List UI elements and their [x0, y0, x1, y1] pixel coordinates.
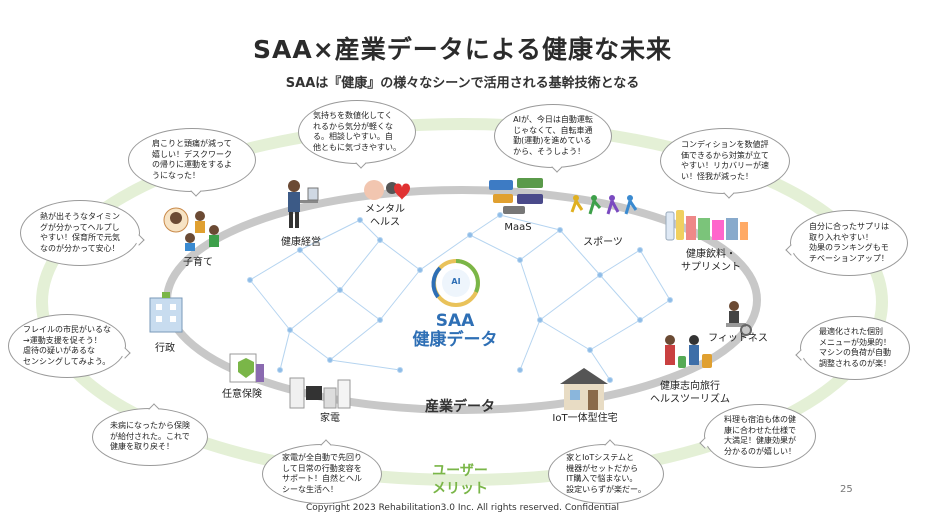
health-data-label: 健康データ: [412, 330, 498, 350]
node-sports: スポーツ: [583, 237, 623, 248]
ai-badge-label: AI: [451, 277, 461, 286]
bubble-frail: フレイルの市民がいるな →運動支援を促そう！ 虐待の疑いがあるな センシングして…: [8, 314, 126, 378]
saa-ai-badge-icon: [431, 259, 480, 307]
node-childcare: 子育て: [183, 257, 213, 268]
node-health-management: 健康経営: [281, 237, 321, 248]
saa-label: SAA: [435, 311, 475, 331]
node-health-travel: 健康志向旅行 ヘルスツーリズム: [650, 381, 730, 405]
appliances-icon: [289, 377, 351, 409]
family-children-icon: [163, 207, 219, 251]
copyright-footer: Copyright 2023 Rehabilitation3.0 Inc. Al…: [305, 503, 620, 513]
government-building-icon: [149, 292, 183, 333]
outer-merit-ring: [36, 118, 888, 486]
sports-figures-icon: [570, 195, 638, 215]
travelers-icon: [665, 335, 712, 368]
node-appliances: 家電: [320, 413, 340, 424]
bubble-optimized-menu: 最適化された個別 メニューが効果的！ マシンの負荷が自動 調整されるのが楽！: [800, 316, 910, 380]
page-subtitle: SAAは『健康』の様々なシーンで活用される基幹技術となる: [285, 76, 640, 91]
bubble-stiff-shoulder: 肩こりと頭痛が減って 嬉しい！デスクワーク の帰りに運動をするよ うになった！: [128, 128, 256, 192]
insurance-document-icon: [229, 353, 264, 383]
network-graph: [247, 212, 673, 383]
bubble-appliance-support: 家電が全自動で先回り して日常の行動変容を サポート！自然とヘル シーな生活へ！: [262, 444, 382, 504]
bubble-mood: 気持ちを数値化してく れるから気分が軽くな る。相談しやすい。自 他ともに気づき…: [298, 100, 416, 164]
user-merit-label: ユーザー メリット: [432, 463, 488, 497]
health-drinks-icon: [665, 210, 748, 241]
saa-health-data-label: SAA 健康データ: [380, 312, 530, 350]
bubble-insurance-pay: 未病になったから保険 が給付された。これで 健康を取り戻そ！: [92, 408, 208, 466]
bubble-supplement: 自分に合ったサプリは 取り入れやすい！ 効果のランキングもモ チベーションアップ…: [790, 210, 908, 276]
node-fitness: フィットネス: [708, 333, 768, 344]
industry-data-label: 産業データ: [425, 399, 495, 415]
node-health-food: 健康飲料・ サプリメント: [681, 249, 741, 273]
page-number: 25: [840, 484, 853, 495]
bubble-ai-driving: AIが、今日は自動運転 じゃなくて、自転車通 勤(運動)を進めている から、そう…: [494, 104, 612, 168]
node-iot-house: IoT一体型住宅: [552, 413, 618, 424]
fitness-icon: [726, 301, 752, 336]
page-title: SAA×産業データによる健康な未来: [253, 35, 672, 64]
node-maas: MaaS: [504, 222, 532, 233]
house-icon: [560, 368, 608, 410]
bubble-meal: 料理も宿泊も体の健 康に合わせた仕様で 大満足！健康効果が 分かるのが嬉しい！: [704, 404, 816, 468]
bubble-iot-system: 家とIoTシステムと 機器がセットだから IT購入で悩まない。 設定いらずが楽だ…: [548, 444, 664, 504]
bubble-condition: コンディションを数値評 価できるから対策が立て やすい！リカバリーが速 い！怪我…: [660, 128, 790, 194]
bubble-fever: 熱が出そうなタイミン グが分かってヘルプし やすい！保育所で元気 なのが分かって…: [20, 200, 140, 266]
vehicles-icon: [489, 178, 543, 214]
node-government: 行政: [155, 343, 175, 354]
node-mental-health: メンタル ヘルス: [365, 204, 405, 228]
office-worker-icon: [288, 180, 319, 228]
node-insurance: 任意保険: [222, 389, 262, 400]
brain-heart-icon: [364, 180, 410, 200]
